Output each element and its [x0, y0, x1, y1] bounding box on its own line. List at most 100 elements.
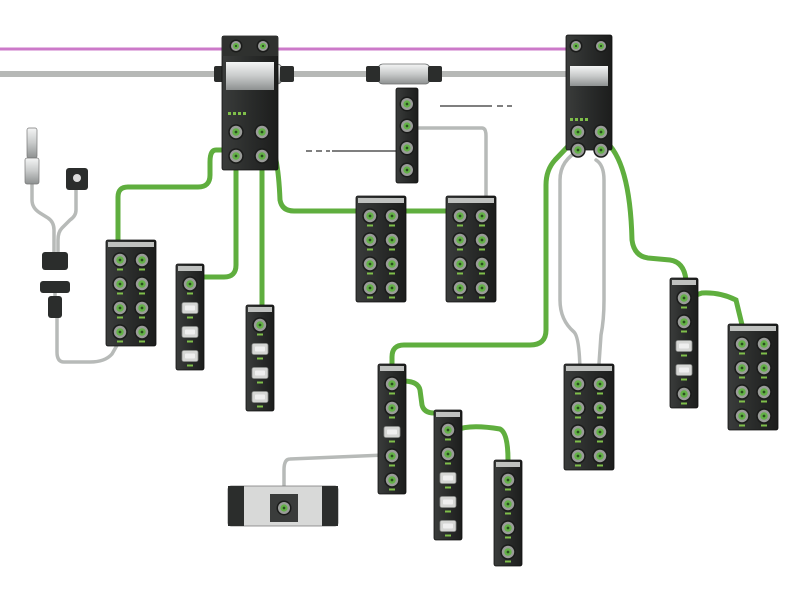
status-led [505, 536, 511, 539]
status-led [681, 378, 687, 381]
status-led [367, 296, 373, 299]
connector-nut-left [366, 66, 380, 82]
gray-cable [403, 126, 488, 204]
m12-port-pin [682, 296, 686, 300]
m12-port-pin [368, 238, 372, 242]
status-led [257, 405, 263, 408]
sensor-face [73, 174, 81, 182]
valve-terminal [227, 485, 339, 527]
status-led [505, 512, 511, 515]
m12-port-pin [390, 382, 394, 386]
m12-port-pin [458, 262, 462, 266]
m12-port-pin [118, 258, 122, 262]
status-led [389, 416, 395, 419]
sensor [66, 168, 88, 190]
status-led [761, 376, 767, 379]
m12-port-pin [368, 214, 372, 218]
m12-port-pin [599, 148, 603, 152]
blank-plug-face [185, 329, 195, 335]
m12-port-pin [740, 342, 744, 346]
status-led [367, 248, 373, 251]
status-led [505, 560, 511, 563]
status-led [570, 118, 573, 121]
green-cable [687, 290, 747, 336]
status-led [505, 488, 511, 491]
blank-plug-face [185, 305, 195, 311]
status-led [389, 488, 395, 491]
blank-plug-face [443, 523, 453, 529]
io-module [433, 409, 463, 541]
m12-port-pin [576, 454, 580, 458]
module-connector-window [226, 62, 274, 90]
status-led [597, 392, 603, 395]
m12-port-pin [480, 262, 484, 266]
status-led [739, 352, 745, 355]
connector-nut-right [428, 66, 442, 82]
sensor-barrel [24, 157, 40, 185]
m12-port-pin [390, 454, 394, 458]
status-led [597, 416, 603, 419]
status-led [445, 510, 451, 513]
m12-port-pin [118, 330, 122, 334]
status-led [585, 118, 588, 121]
io-module [245, 304, 275, 412]
m12-port-pin [118, 282, 122, 286]
m12-port-pin [576, 430, 580, 434]
blank-plug-face [443, 499, 453, 505]
module-top-strip [248, 307, 272, 312]
m12-port-pin [576, 406, 580, 410]
splitter-head [42, 252, 68, 270]
blank-plug-face [255, 370, 265, 376]
m12-port-pin [260, 130, 264, 134]
module-top-strip [566, 366, 612, 371]
status-led [457, 224, 463, 227]
connector-body [377, 63, 431, 85]
m12-port-pin [140, 330, 144, 334]
status-led [597, 464, 603, 467]
status-led [681, 402, 687, 405]
io-module [221, 35, 279, 171]
io-module [493, 459, 523, 567]
m12-port-pin [576, 130, 580, 134]
m12-port-pin [480, 286, 484, 290]
module-housing [395, 87, 419, 184]
status-led [117, 292, 123, 295]
status-led [580, 118, 583, 121]
m12-port-pin [506, 550, 510, 554]
status-led [187, 340, 193, 343]
m12-port-pin [258, 323, 262, 327]
io-module [355, 195, 407, 303]
green-cable [389, 374, 449, 418]
status-led [445, 534, 451, 537]
status-led [597, 440, 603, 443]
m12-port-pin [446, 452, 450, 456]
status-led [367, 224, 373, 227]
status-led [257, 357, 263, 360]
module-top-strip [436, 412, 460, 417]
status-led [457, 248, 463, 251]
io-module [175, 263, 205, 371]
splitter-body [40, 281, 70, 293]
status-led [139, 292, 145, 295]
status-led [389, 440, 395, 443]
gray-cable [594, 158, 606, 380]
m12-port-pin [390, 262, 394, 266]
status-led [445, 462, 451, 465]
status-led [575, 416, 581, 419]
status-led [761, 400, 767, 403]
status-led [139, 268, 145, 271]
status-led [681, 330, 687, 333]
status-led [187, 364, 193, 367]
m12-port-pin [390, 406, 394, 410]
status-led [575, 392, 581, 395]
module-top-strip [178, 266, 202, 271]
status-led [681, 306, 687, 309]
status-led [389, 248, 395, 251]
status-led [257, 333, 263, 336]
status-led [739, 424, 745, 427]
status-led [367, 272, 373, 275]
m12-port-pin [405, 146, 409, 150]
splitter-plug [48, 296, 62, 318]
m12-port-pin [118, 306, 122, 310]
m12-port-pin [261, 44, 265, 48]
